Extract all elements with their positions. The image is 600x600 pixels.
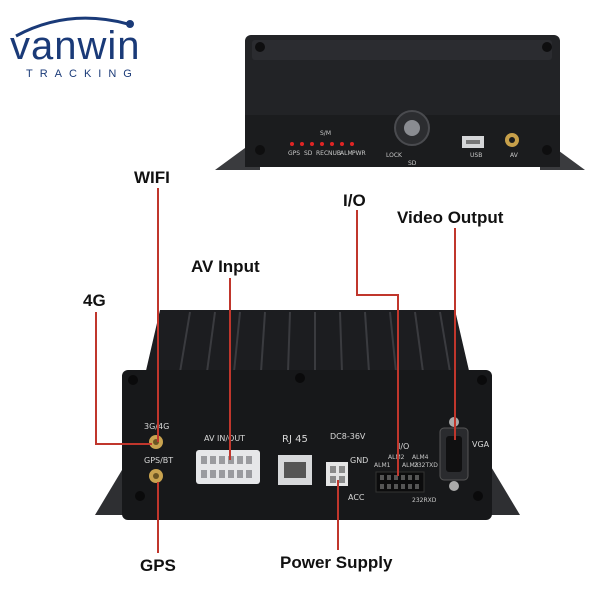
io-pin-alm4: ALM4 (412, 454, 429, 461)
io-pin-232rxd: 232RXD (412, 497, 437, 504)
led-label-gps: GPS (288, 150, 301, 157)
callout-gps: GPS (140, 556, 176, 575)
logo-swoosh-icon (15, 16, 134, 38)
callout-io: I/O (343, 191, 366, 210)
lock-label: LOCK (386, 152, 402, 159)
port-label-io: I/O (398, 442, 410, 451)
port-label-rj45: RJ 45 (282, 434, 308, 445)
logo-name: vanwin (10, 24, 141, 68)
brand-logo: vanwin TRACKING (8, 10, 158, 80)
front-device-image (215, 35, 585, 170)
sm-label: S/M (320, 130, 332, 137)
io-pin-alm2: ALM2 (388, 454, 405, 461)
port-label-3g4g: 3G/4G (144, 422, 170, 431)
callout-4g: 4G (83, 291, 106, 310)
callout-av-input: AV Input (191, 257, 260, 276)
port-label-acc: ACC (348, 493, 365, 502)
logo-tagline: TRACKING (26, 68, 139, 80)
io-pin-alm3: ALM3 (402, 462, 419, 469)
av-label: AV (510, 152, 518, 159)
io-pin-232txd: 232TXD (414, 462, 438, 469)
leader-line-4g (95, 312, 152, 445)
io-pin-alm1: ALM1 (374, 462, 391, 469)
port-label-gpsbt: GPS/BT (144, 456, 174, 465)
leader-line-io (356, 210, 399, 476)
port-label-vga: VGA (472, 440, 490, 449)
led-label-alm: ALM (340, 150, 353, 157)
sd-slot-label: SD (408, 160, 417, 167)
port-label-dc: DC8-36V (330, 432, 366, 441)
usb-label: USB (470, 152, 483, 159)
callout-wifi: WIFI (134, 168, 170, 187)
led-label-nub: NUB (328, 150, 341, 157)
port-label-av-inout: AV IN/OUT (204, 434, 246, 443)
led-label-pwr: PWR (352, 150, 366, 157)
led-label-rec: REC (316, 150, 329, 157)
callout-power-supply: Power Supply (280, 553, 393, 572)
callout-video-output: Video Output (397, 208, 504, 227)
port-label-gnd: GND (350, 456, 369, 465)
led-label-sd: SD (304, 150, 313, 157)
